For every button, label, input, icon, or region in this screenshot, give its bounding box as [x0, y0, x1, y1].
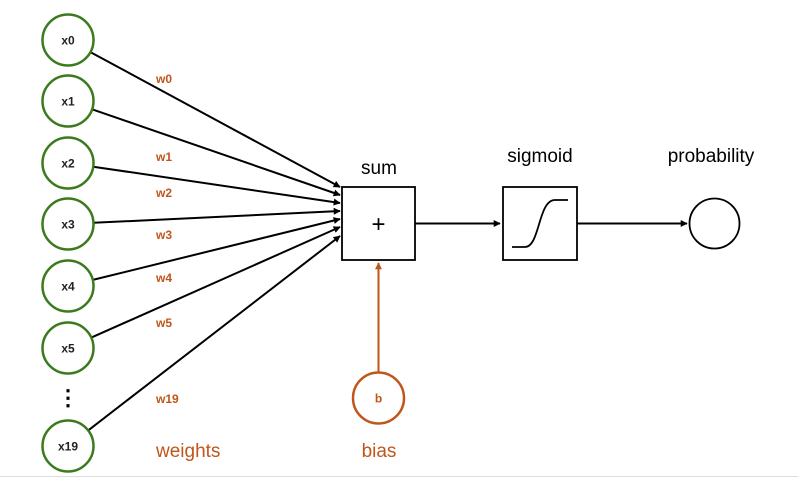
bias-caption: bias: [362, 441, 397, 462]
input-node-x19: [41, 419, 95, 473]
edge-x19-to-sum: [87, 235, 341, 432]
weight-label-w2: w2: [155, 186, 172, 200]
sigmoid-curve-icon: [512, 199, 568, 248]
weight-labels: w0 w1 w2 w3 w4 w5 w19: [155, 72, 179, 406]
input-label-x0: x0: [61, 34, 75, 48]
edge-x3-to-sum: [93, 207, 341, 224]
input-edges: [87, 51, 341, 432]
weights-caption: weights: [155, 441, 220, 462]
weight-label-w5: w5: [155, 316, 172, 330]
sigmoid-label: sigmoid: [507, 146, 572, 167]
input-node-x4: [41, 259, 95, 313]
input-label-x4: x4: [61, 280, 75, 294]
weight-label-w0: w0: [155, 72, 172, 86]
edge-x2-to-sum: [93, 165, 341, 206]
bias-node: [351, 371, 406, 425]
sum-symbol: +: [371, 211, 385, 238]
bias-symbol: b: [375, 392, 382, 406]
edge-x5-to-sum: [90, 226, 341, 339]
edge-x4-to-sum: [92, 217, 341, 281]
input-node-x2: [41, 136, 95, 190]
output-node: [688, 197, 741, 250]
input-node-x0: [41, 13, 95, 67]
weight-label-w1: w1: [155, 150, 172, 164]
weight-label-w4: w4: [155, 271, 172, 285]
input-label-x5: x5: [61, 342, 75, 356]
input-node-x1: [41, 74, 95, 128]
output-label: probability: [668, 146, 755, 167]
edge-x0-to-sum: [89, 51, 341, 188]
input-label-x19: x19: [58, 440, 78, 454]
input-nodes: x0 x1 x2 x3 x4 x5 x19: [41, 13, 95, 473]
sum-box: [341, 186, 416, 261]
input-node-x5: [41, 321, 95, 375]
weight-label-w3: w3: [155, 228, 172, 242]
weight-label-w19: w19: [155, 392, 179, 406]
input-node-x3: [41, 197, 95, 251]
sum-label: sum: [361, 158, 397, 179]
input-label-x2: x2: [61, 157, 75, 171]
edge-x1-to-sum: [91, 108, 341, 197]
input-label-x3: x3: [61, 218, 75, 232]
input-label-x1: x1: [61, 95, 75, 109]
inputs-ellipsis: ⋮: [57, 385, 79, 410]
